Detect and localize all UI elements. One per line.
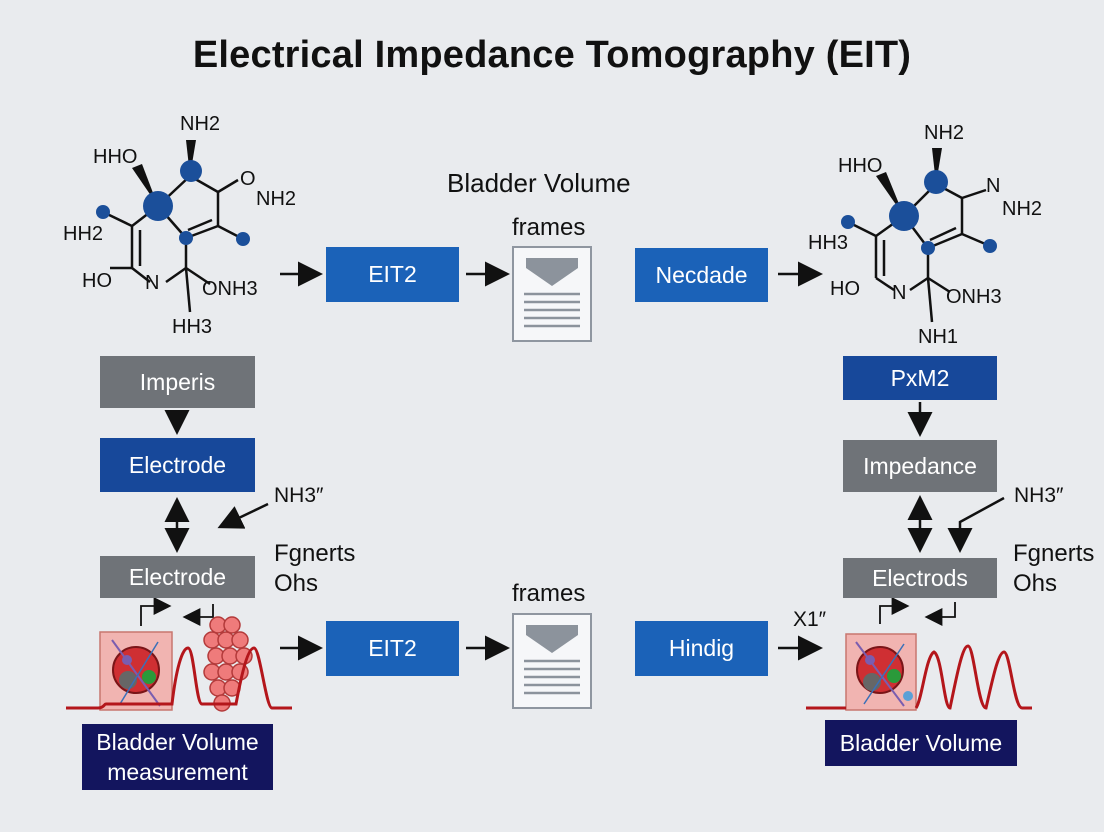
right-measurement-box: Bladder Volume (825, 720, 1017, 766)
left-note-line-1: Fgnerts (274, 540, 356, 567)
eit-box-top: EIT2 (326, 247, 459, 302)
process-box-top: Necdade (635, 248, 768, 302)
left-atom-label: N (145, 272, 160, 294)
left-box-electrode: Electrode (100, 438, 255, 492)
left-signal-wave (66, 646, 292, 710)
left-atom-label: HH2 (63, 223, 104, 245)
right-atom-label: N (892, 282, 907, 304)
left-molecule-atoms (96, 160, 250, 246)
left-box-electrode-lower: Electrode (100, 556, 255, 598)
right-tissue-sample (845, 633, 917, 711)
right-atom-label: ONH3 (946, 286, 1002, 308)
left-atom-label: NH2 (180, 113, 221, 135)
left-tissue-sample (99, 631, 173, 711)
arrow-nh3-left (217, 502, 269, 529)
right-atom-label: HHO (838, 155, 883, 177)
electrode-arrows-right-1 (879, 597, 910, 624)
left-atom-label: O (240, 168, 256, 190)
right-atom-label: HH3 (808, 232, 849, 254)
process-box-bottom: Hindig (635, 621, 768, 676)
left-atom-label: HHO (93, 146, 138, 168)
arrow-nh3-right (947, 496, 1005, 553)
left-atom-label: HH3 (172, 316, 213, 338)
right-atom-label: NH1 (918, 326, 959, 348)
diagram-title: Electrical Impedance Tomography (EIT) (192, 34, 912, 76)
electrode-arrows-right-2 (924, 602, 956, 626)
left-atom-label: ONH3 (202, 278, 258, 300)
frames-document-icon-top (512, 246, 592, 342)
left-measurement-line-2: measurement (107, 759, 248, 785)
electrode-arrows-left-1 (140, 597, 172, 626)
eit-box-bottom: EIT2 (326, 621, 459, 676)
right-note-line-2: Ohs (1013, 570, 1058, 597)
right-atom-label: NH2 (1002, 198, 1043, 220)
frames-document-icon-bottom (512, 613, 592, 709)
right-signal-wave (806, 644, 1032, 710)
left-measurement-box: Bladder Volume measurement (82, 724, 273, 790)
left-cell-cluster (203, 616, 253, 712)
frames-label-top: frames (512, 214, 586, 241)
left-atom-label: NH2 (256, 188, 297, 210)
right-wedge-bond-2 (932, 148, 942, 184)
right-box-electrods: Electrods (843, 558, 997, 598)
right-box-impedance: Impedance (843, 440, 997, 492)
left-measurement-line-1: Bladder Volume (96, 729, 259, 755)
right-atom-label: NH2 (924, 122, 965, 144)
right-note-line-1: Fgnerts (1013, 540, 1095, 567)
left-wedge-bond-2 (186, 140, 196, 176)
right-box-pxm: PxM2 (843, 356, 997, 400)
right-nh3-label: NH3″ (1014, 484, 1064, 507)
left-box-imperis: Imperis (100, 356, 255, 408)
right-x-label: X1″ (793, 608, 827, 631)
right-atom-label: HO (830, 278, 860, 300)
left-note-line-2: Ohs (274, 570, 319, 597)
left-atom-label: HO (82, 270, 112, 292)
center-heading: Bladder Volume (447, 168, 631, 198)
left-nh3-label: NH3″ (274, 484, 324, 507)
frames-label-bottom: frames (512, 580, 586, 607)
electrode-arrows-left-2 (182, 604, 214, 626)
right-molecule-atoms (841, 170, 997, 255)
left-molecule-structure (102, 174, 244, 313)
right-atom-label: N (986, 175, 1001, 197)
